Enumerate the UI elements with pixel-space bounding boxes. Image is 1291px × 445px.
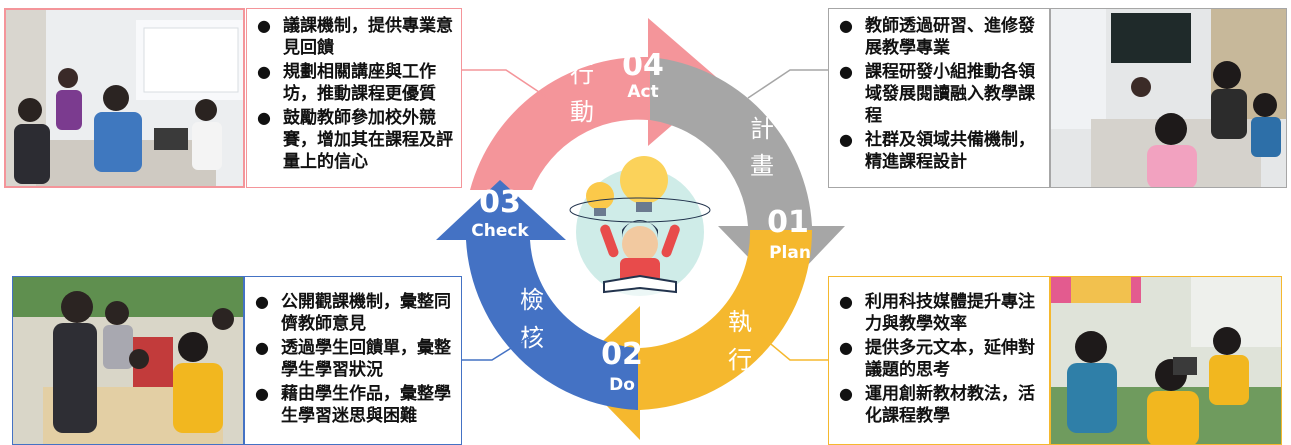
do-label-zh-1: 執 — [728, 308, 752, 336]
students-tablet-photo — [1051, 277, 1281, 444]
bullet-icon: ● — [257, 16, 271, 35]
plan-photo — [1050, 8, 1287, 188]
do-connector — [753, 329, 828, 361]
act-item-2: ●規劃相關講座與工作坊，推動課程更優質 — [257, 62, 436, 104]
classroom-observation-photo — [13, 277, 243, 444]
do-number: 02 — [601, 337, 643, 372]
bullet-icon: ● — [839, 384, 853, 403]
check-label-zh-2: 核 — [520, 324, 544, 352]
classroom-meeting-photo — [6, 10, 243, 186]
plan-connector — [747, 69, 828, 99]
plan-item-1: ●教師透過研習、進修發展教學專業 — [839, 16, 1035, 58]
check-item-3: ●藉由學生作品，彙整學生學習迷思與困難 — [255, 384, 451, 426]
check-item-1: ●公開觀課機制，彙整同儕教師意見 — [255, 292, 451, 334]
bullet-icon: ● — [255, 292, 269, 311]
bullet-icon: ● — [839, 62, 853, 81]
act-number: 04 — [622, 48, 664, 83]
check-label-zh-1: 檢 — [520, 286, 544, 314]
act-label-zh-2: 動 — [570, 98, 594, 126]
do-label-en: Do — [609, 375, 635, 395]
check-connector — [462, 329, 541, 361]
do-photo — [1050, 276, 1282, 445]
plan-label-zh-1: 計 — [750, 115, 774, 143]
act-connector — [462, 69, 549, 99]
plan-label-en: Plan — [769, 243, 811, 263]
plan-textbox: ●教師透過研習、進修發展教學專業 ●課程研發小組推動各領域發展閱讀融入教學課程 … — [828, 8, 1050, 188]
bullet-icon: ● — [257, 62, 271, 81]
plan-number: 01 — [767, 205, 809, 240]
act-item-3: ●鼓勵教師參加校外競賽，增加其在課程及評量上的信心 — [257, 108, 453, 172]
check-label-en: Check — [471, 221, 529, 241]
act-label-zh-1: 行 — [570, 60, 594, 88]
act-item-1: ●議課機制，提供專業意見回饋 — [257, 16, 453, 58]
do-label-zh-2: 行 — [728, 346, 752, 374]
check-number: 03 — [479, 185, 521, 220]
act-label-en: Act — [627, 82, 658, 102]
lightbulb-illustration — [569, 156, 711, 303]
bullet-icon: ● — [839, 292, 853, 311]
bullet-icon: ● — [839, 130, 853, 149]
bullet-icon: ● — [257, 108, 271, 127]
do-item-1: ●利用科技媒體提升專注力與教學效率 — [839, 292, 1035, 334]
do-item-3: ●運用創新教材教法，活化課程教學 — [839, 384, 1035, 426]
do-item-2: ●提供多元文本，延伸對議題的思考 — [839, 338, 1035, 380]
plan-item-3: ●社群及領域共備機制，精進課程設計 — [839, 130, 1035, 172]
act-photo — [4, 8, 245, 188]
do-textbox: ●利用科技媒體提升專注力與教學效率 ●提供多元文本，延伸對議題的思考 ●運用創新… — [828, 276, 1050, 445]
bullet-icon: ● — [839, 16, 853, 35]
check-textbox: ●公開觀課機制，彙整同儕教師意見 ●透過學生回饋單，彙整學生學習狀況 ●藉由學生… — [244, 276, 462, 445]
plan-label-zh-2: 畫 — [750, 152, 774, 180]
check-photo — [12, 276, 244, 445]
plan-item-2: ●課程研發小組推動各領域發展閱讀融入教學課程 — [839, 62, 1035, 126]
teachers-workshop-photo — [1051, 9, 1286, 187]
act-textbox: ●議課機制，提供專業意見回饋 ●規劃相關講座與工作坊，推動課程更優質 ●鼓勵教師… — [246, 8, 462, 188]
check-item-2: ●透過學生回饋單，彙整學生學習狀況 — [255, 338, 451, 380]
bullet-icon: ● — [255, 384, 269, 403]
bullet-icon: ● — [255, 338, 269, 357]
bullet-icon: ● — [839, 338, 853, 357]
check-arrow — [436, 180, 638, 410]
